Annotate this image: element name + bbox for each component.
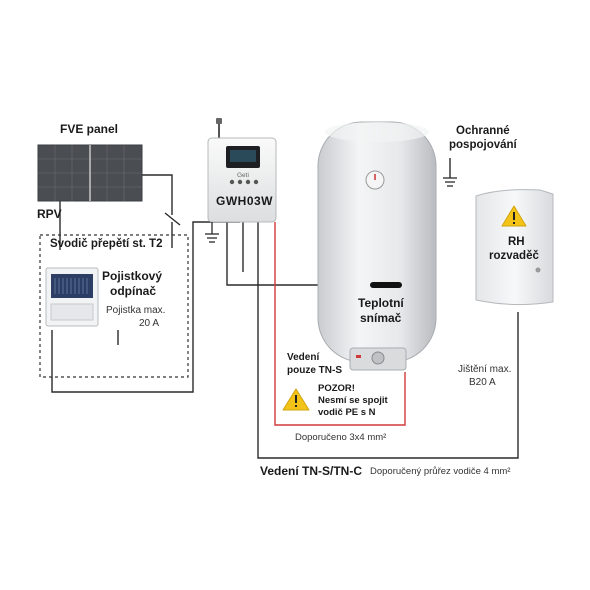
pojistka-label-1: Pojistka max. — [106, 305, 166, 316]
rpv-dashed-box — [39, 234, 189, 378]
boiler-ground-icon — [443, 177, 457, 187]
doporuceny-prurez-label: Doporučený průřez vodiče 4 mm² — [370, 466, 511, 477]
pozor-warning-icon — [282, 388, 310, 411]
pozor-label-1: POZOR! — [318, 383, 355, 394]
wire-panel-right — [140, 174, 173, 215]
warning-icon — [501, 205, 527, 227]
vedeni-pouze-label-2: pouze TN-S — [287, 365, 342, 376]
water-heater-icon — [317, 121, 437, 371]
ochranne-label-2: pospojování — [449, 139, 517, 151]
rh-label-2: rozvaděč — [489, 250, 539, 262]
svodic-label: Svodič přepětí st. T2 — [50, 238, 163, 250]
fve-panel-label: FVE panel — [60, 122, 119, 136]
ochranne-label-1: Ochranné — [456, 125, 510, 137]
pozor-label-2: Nesmí se spojit — [318, 395, 388, 406]
pojistkovy-label-1: Pojistkový — [102, 269, 163, 283]
red-wire — [274, 222, 406, 426]
ground-icon — [205, 222, 219, 243]
jisteni-label-2: B20 A — [469, 377, 496, 388]
wire-fuse-to-controller-a — [51, 221, 240, 393]
jisteni-label-1: Jištění max. — [458, 364, 512, 375]
solar-panel-icon — [37, 144, 143, 202]
controller-icon — [207, 118, 277, 223]
pojistkovy-label-2: odpínač — [110, 284, 157, 298]
doporuceno-label: Doporučeno 3x4 mm² — [295, 432, 387, 443]
rpv-label: RPV — [37, 207, 62, 221]
wire-break-mark — [164, 212, 181, 226]
rh-label-1: RH — [508, 236, 525, 248]
teplotni-label-1: Teplotní — [358, 296, 404, 310]
pozor-label-3: vodič PE s N — [318, 407, 376, 418]
pojistka-label-2: 20 A — [139, 318, 160, 329]
distribution-board-icon — [475, 189, 554, 306]
fuse-disconnector-icon — [45, 267, 99, 327]
red-wire-path — [274, 222, 406, 426]
wires — [51, 158, 519, 459]
controller-brand: Geti — [237, 172, 249, 179]
controller-model-label: GWH03W — [216, 194, 273, 208]
wire-tn-line — [257, 222, 519, 459]
vedeni-pouze-label-1: Vedení — [287, 352, 320, 363]
teplotni-label-2: snímač — [360, 311, 402, 325]
vedeni-tn-label: Vedení TN-S/TN-C — [260, 464, 363, 478]
